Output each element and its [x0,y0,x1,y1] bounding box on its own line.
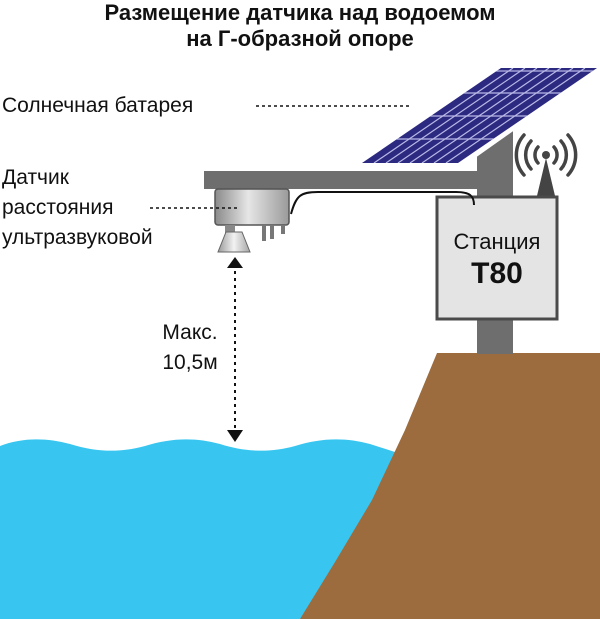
diagram-title-line2: на Г-образной опоре [186,26,414,51]
sensor-label-line2: расстояния [2,196,114,219]
station-box [435,195,559,321]
max-distance-label-line2: 10,5м [162,351,218,374]
ultrasonic-sensor [214,188,290,253]
solar-panel-label: Солнечная батарея [2,94,194,117]
sensor-label-line1: Датчик [2,166,69,189]
distance-arrow [227,257,243,442]
station-model: T80 [471,257,523,290]
sensor-cable [290,191,475,215]
ground-bank [300,353,600,619]
solar-panel [350,63,600,168]
antenna-icon [514,133,578,200]
diagram-title-line1: Размещение датчика над водоемом [104,0,496,25]
pole-arm [204,171,484,189]
sensor-label-line3: ультразвуковой [2,226,153,249]
max-distance-label-line1: Макс. [162,321,218,344]
station-label: Станция T80 [437,197,557,319]
water [0,439,395,619]
station-name: Станция [453,229,541,254]
